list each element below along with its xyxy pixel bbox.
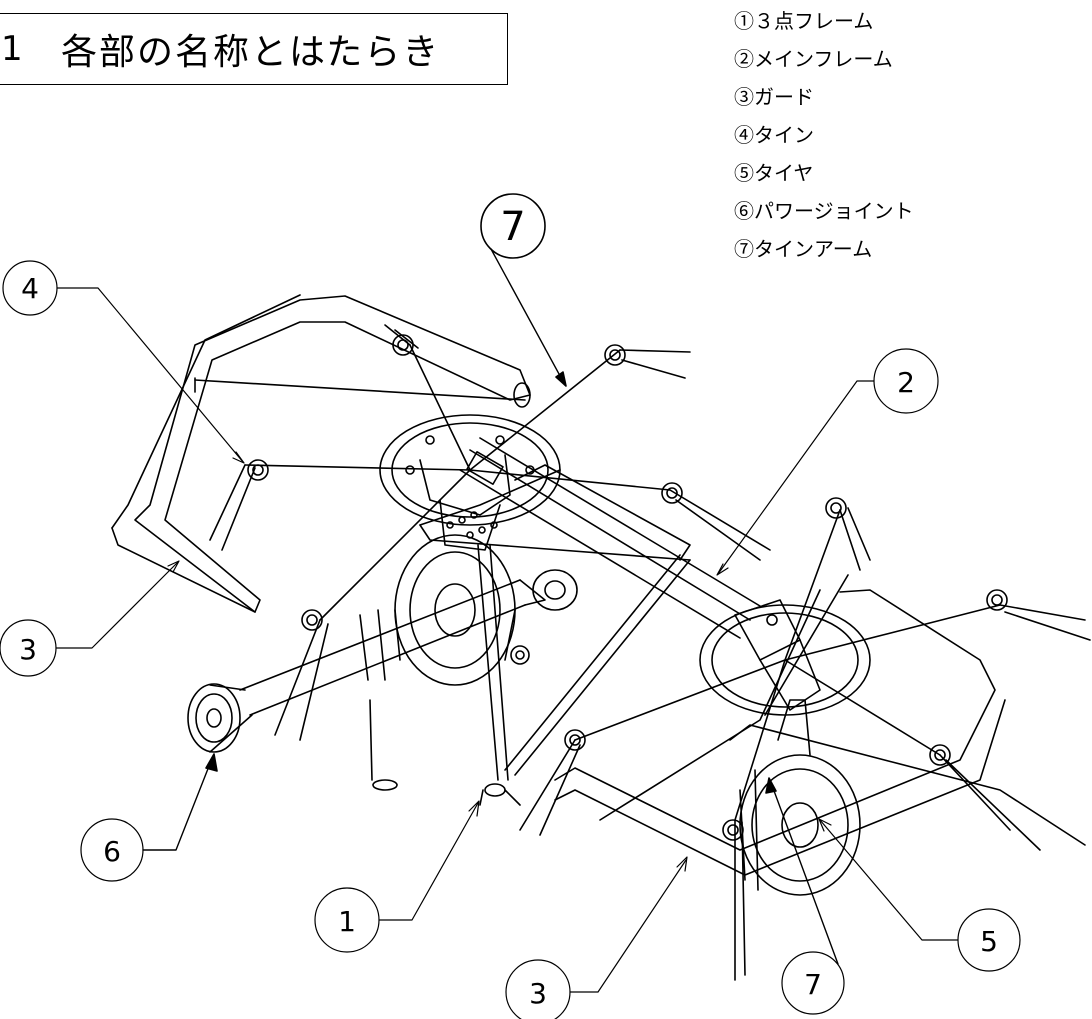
right-rotor-hub	[699, 599, 871, 716]
callout-label-1: 1	[338, 905, 356, 938]
left-tine-arms	[244, 344, 671, 621]
callout-label-7-top: 7	[500, 204, 525, 250]
callout-4-top-left: 4	[2, 260, 245, 464]
right-guard	[554, 574, 1086, 876]
three-point-frame	[359, 544, 691, 806]
right-tines	[510, 497, 1091, 981]
legend-item-power-joint: ⑥パワージョイント	[734, 199, 914, 223]
callout-label-6: 6	[103, 835, 121, 868]
callout-3-left: 3	[0, 560, 180, 677]
callout-1-bottom: 1	[314, 800, 480, 953]
callout-2-right: 2	[716, 348, 939, 576]
left-tire	[394, 534, 516, 686]
section-number: 1	[1, 29, 23, 69]
callout-label-5: 5	[980, 925, 998, 958]
callout-label-2: 2	[897, 366, 915, 399]
legend-item-main-frame: ②メインフレーム	[734, 47, 893, 71]
right-tine-arms	[574, 509, 1001, 821]
parts-legend: ①３点フレーム ②メインフレーム ③ガード ④タイン ⑤タイヤ ⑥パワージョイン…	[734, 2, 914, 268]
legend-item-guard: ③ガード	[734, 85, 814, 109]
legend-item-tine-arm: ⑦タインアーム	[734, 237, 873, 261]
callout-3-bottom: 3	[505, 856, 688, 1019]
callout-7-top: 7	[480, 193, 567, 387]
left-guard	[111, 294, 531, 613]
legend-item-tire: ⑤タイヤ	[734, 161, 814, 185]
callout-5-bottom-right: 5	[818, 818, 1021, 972]
main-frame	[419, 437, 761, 639]
section-title-box: 1 各部の名称とはたらき	[0, 13, 508, 85]
legend-item-3point-frame: ①３点フレーム	[734, 9, 874, 33]
right-tire	[739, 699, 861, 896]
callout-7-bottom: 7	[765, 777, 845, 1015]
callout-label-4: 4	[21, 272, 39, 305]
left-tines	[209, 324, 771, 741]
section-title: 各部の名称とはたらき	[61, 32, 441, 73]
power-joint	[187, 569, 578, 753]
callout-label-7-bottom: 7	[804, 968, 822, 1001]
legend-item-tine: ④タイン	[734, 123, 814, 147]
callout-label-3-left: 3	[19, 633, 37, 666]
callout-label-3-bottom: 3	[529, 977, 547, 1010]
callout-6-bottom-left: 6	[80, 753, 218, 882]
